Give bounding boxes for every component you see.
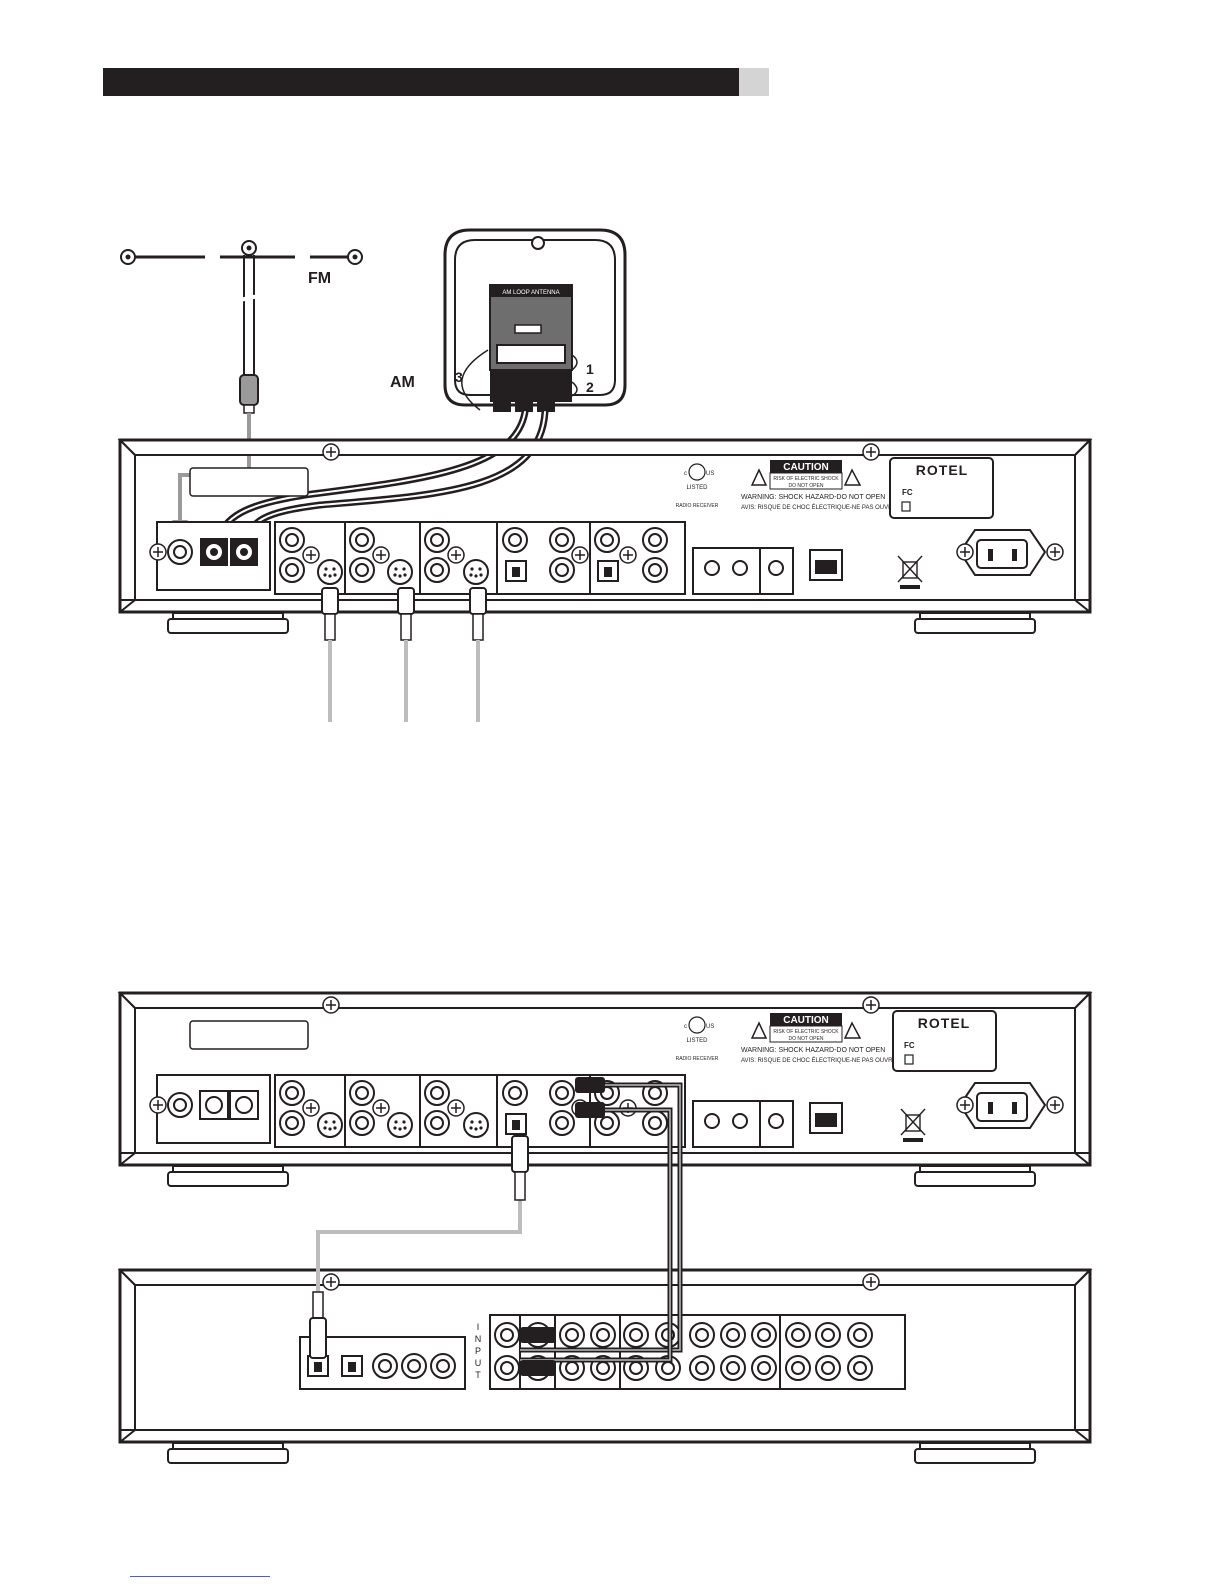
ul-category-text-2: RADIO RECEIVER xyxy=(676,1056,719,1062)
analog-rca-cables xyxy=(520,1077,683,1376)
rotel-logo-2: ROTEL xyxy=(918,1015,970,1031)
am-label: AM xyxy=(390,374,415,391)
ul-c-text: c xyxy=(684,471,687,477)
ac-inlet-icon xyxy=(956,529,1064,576)
tuner-rear-panel-bottom: c US LISTED RADIO RECEIVER CAUTION RISK … xyxy=(117,991,1093,1187)
fm-antenna xyxy=(120,240,363,414)
ul-us-text-2: US xyxy=(706,1024,714,1030)
caution-avis-2: AVIS: RISQUE DE CHOC ÉLECTRIQUE-NE PAS O… xyxy=(741,1057,899,1064)
step-1-label: 1 xyxy=(586,361,594,377)
weee-bin-icon-2 xyxy=(900,1108,926,1142)
svideo-cables xyxy=(321,587,487,722)
step-2-label: 2 xyxy=(586,379,594,395)
ul-category-text: RADIO RECEIVER xyxy=(676,503,719,509)
caution-warning-2: WARNING: SHOCK HAZARD-DO NOT OPEN xyxy=(741,1047,885,1054)
fcc-mark-2: FC xyxy=(904,1041,915,1050)
caution-avis: AVIS: RISQUE DE CHOC ÉLECTRIQUE-NE PAS O… xyxy=(741,504,899,511)
section-header-tab xyxy=(739,68,769,96)
section-header-bar xyxy=(103,68,739,96)
rotel-logo: ROTEL xyxy=(916,462,968,478)
optical-digital-cable xyxy=(309,1135,529,1359)
input-vertical-label: I N P U T xyxy=(475,1322,482,1380)
caution-heading: CAUTION xyxy=(783,462,829,473)
svg-text:U: U xyxy=(475,1358,482,1368)
am-antenna-tag: AM LOOP ANTENNA xyxy=(502,290,559,296)
step-3-label: 3 xyxy=(455,369,463,385)
ul-us-text: US xyxy=(706,471,714,477)
svg-text:I: I xyxy=(477,1322,480,1332)
svg-text:P: P xyxy=(475,1346,481,1356)
am-loop-antenna: AM LOOP ANTENNA xyxy=(443,228,627,412)
fm-label: FM xyxy=(308,270,331,287)
caution-line2-2: DO NOT OPEN xyxy=(789,1036,824,1042)
footer-link-underline xyxy=(130,1576,270,1577)
svg-text:T: T xyxy=(475,1370,481,1380)
ac-inlet-icon-2 xyxy=(956,1082,1064,1129)
fcc-mark: FC xyxy=(902,488,913,497)
caution-line2: DO NOT OPEN xyxy=(789,483,824,489)
weee-bin-icon xyxy=(897,555,923,589)
amplifier-rear-panel xyxy=(117,1268,1093,1464)
svg-text:N: N xyxy=(475,1334,482,1344)
ul-c-text-2: c xyxy=(684,1024,687,1030)
caution-line1-2: RISK OF ELECTRIC SHOCK xyxy=(773,1029,839,1035)
ul-listed-text-2: LISTED xyxy=(686,1038,708,1044)
caution-line1: RISK OF ELECTRIC SHOCK xyxy=(773,476,839,482)
caution-heading-2: CAUTION xyxy=(783,1015,829,1026)
ul-listed-text: LISTED xyxy=(686,485,708,491)
caution-warning: WARNING: SHOCK HAZARD-DO NOT OPEN xyxy=(741,494,885,501)
tuner-rear-panel-top: c US LISTED RADIO RECEIVER CAUTION RISK … xyxy=(117,438,1093,634)
